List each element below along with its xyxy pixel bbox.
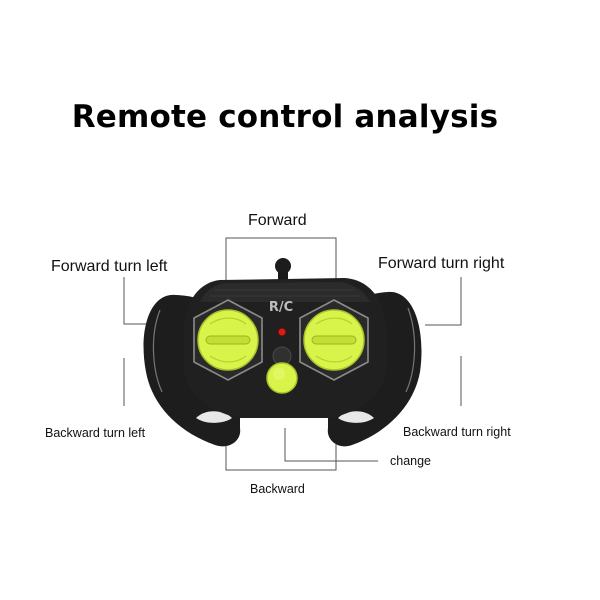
housing-ridges bbox=[210, 289, 360, 297]
left-grip-highlight bbox=[152, 309, 163, 393]
top-plate bbox=[200, 282, 370, 302]
label-backward: Backward bbox=[250, 482, 305, 496]
forward-turn-right-callout-line bbox=[425, 277, 462, 326]
right-thumb-button bbox=[303, 309, 365, 371]
center-change-button bbox=[266, 362, 298, 394]
label-forward: Forward bbox=[248, 212, 307, 229]
indicator-light bbox=[277, 327, 287, 337]
label-forward-turn-right: Forward turn right bbox=[378, 255, 505, 272]
left-thumb-button bbox=[197, 309, 259, 371]
label-forward-turn-left: Forward turn left bbox=[51, 258, 168, 275]
right-grip-highlight bbox=[405, 307, 416, 393]
change-callout-line bbox=[284, 428, 378, 462]
callout-lines bbox=[123, 237, 462, 471]
left-grip-cutout bbox=[196, 411, 232, 423]
page-title: Remote control analysis bbox=[71, 99, 499, 135]
rc-logo: R/C bbox=[269, 300, 293, 315]
label-backward-turn-left: Backward turn left bbox=[45, 426, 146, 440]
backward-callout-line bbox=[225, 423, 337, 471]
right-grip-cutout bbox=[338, 411, 374, 423]
forward-callout-line bbox=[225, 237, 337, 290]
remote-control: R/C bbox=[143, 258, 422, 447]
label-backward-turn-right: Backward turn right bbox=[403, 425, 511, 439]
label-change: change bbox=[390, 454, 432, 468]
antenna-tip bbox=[275, 258, 291, 274]
